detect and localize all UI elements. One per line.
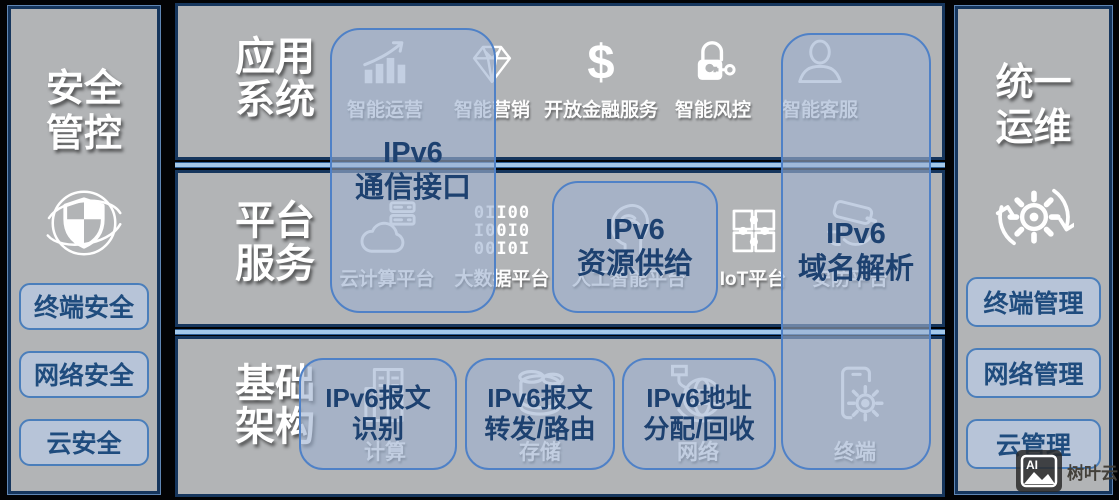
overlay-line: IPv6地址 [646,383,752,414]
operations-panel: 统一 运维 终端管理 网络管理 云管理 [955,6,1112,494]
overlay-ipv6-communication-interface: IPv6 通信接口 [330,28,496,313]
band-divider-line [175,330,945,334]
overlay-ipv6-packet-identification: IPv6报文 识别 [299,358,457,470]
network-security-button[interactable]: 网络安全 [19,350,149,398]
overlay-line: 域名解析 [797,252,914,285]
watermark-logo: AI [1016,450,1062,492]
overlay-line: IPv6 [383,137,443,170]
gear-sync-icon [958,177,1109,257]
band-divider-line [175,163,945,167]
overlay-line: IPv6报文 [487,383,593,414]
shield-orbit-icon [11,183,157,263]
item-label: 开放金融服务 [543,100,658,121]
security-panel: 安全 管控 终端安全 网络安全 云安全 [8,6,160,494]
security-buttons: 终端安全 网络安全 云安全 [11,282,157,466]
platform-title-line2: 服务 [235,241,315,286]
security-title-line1: 安全 [45,68,122,110]
overlay-line: IPv6 [605,213,665,246]
operations-buttons: 终端管理 网络管理 云管理 [958,276,1109,469]
terminal-management-button[interactable]: 终端管理 [966,276,1101,327]
app-title-line1: 应用 [235,35,315,79]
overlay-ipv6-dns-resolution: IPv6 域名解析 [781,33,931,470]
overlay-line: 识别 [351,414,404,444]
overlay-ipv6-packet-forwarding-routing: IPv6报文 转发/路由 [465,358,615,470]
terminal-security-button[interactable]: 终端安全 [19,282,149,330]
puzzle-icon [673,197,833,259]
item-open-finance: $ 开放金融服务 [521,34,681,122]
watermark-ai-text: AI [1026,458,1038,472]
overlay-line: 资源供给 [576,248,693,280]
watermark-brand: 树叶云 [1067,463,1118,483]
overlay-line: IPv6报文 [325,383,431,414]
operations-title-line1: 统一 [995,62,1072,104]
overlay-ipv6-address-allocation: IPv6地址 分配/回收 [622,358,776,470]
watermark: AI 树叶云 [1016,450,1118,492]
item-risk-control: 智能风控 [633,34,793,122]
network-management-button[interactable]: 网络管理 [966,347,1101,398]
item-label: 智能风控 [674,100,751,121]
item-iot-platform: IoT平台 [673,197,833,291]
lock-key-icon [633,34,793,90]
overlay-line: IPv6 [826,218,886,251]
item-label: IoT平台 [719,269,787,290]
overlay-line: 转发/路由 [484,414,596,444]
application-layer-title: 应用 系统 [214,36,336,122]
cloud-security-button[interactable]: 云安全 [19,418,149,466]
dollar-glyph: $ [587,36,614,90]
overlay-ipv6-resource-supply: IPv6 资源供给 [552,181,718,313]
security-title-line2: 管控 [45,112,122,155]
app-title-line2: 系统 [235,77,315,122]
operations-title-line2: 运维 [995,106,1072,149]
platform-title-line1: 平台 [235,199,315,243]
operations-panel-title: 统一 运维 [958,61,1109,151]
security-panel-title: 安全 管控 [11,67,157,157]
overlay-line: 通信接口 [354,171,471,204]
platform-layer-title: 平台 服务 [214,200,336,286]
overlay-line: 分配/回收 [643,414,755,444]
dollar-icon: $ [521,34,681,90]
